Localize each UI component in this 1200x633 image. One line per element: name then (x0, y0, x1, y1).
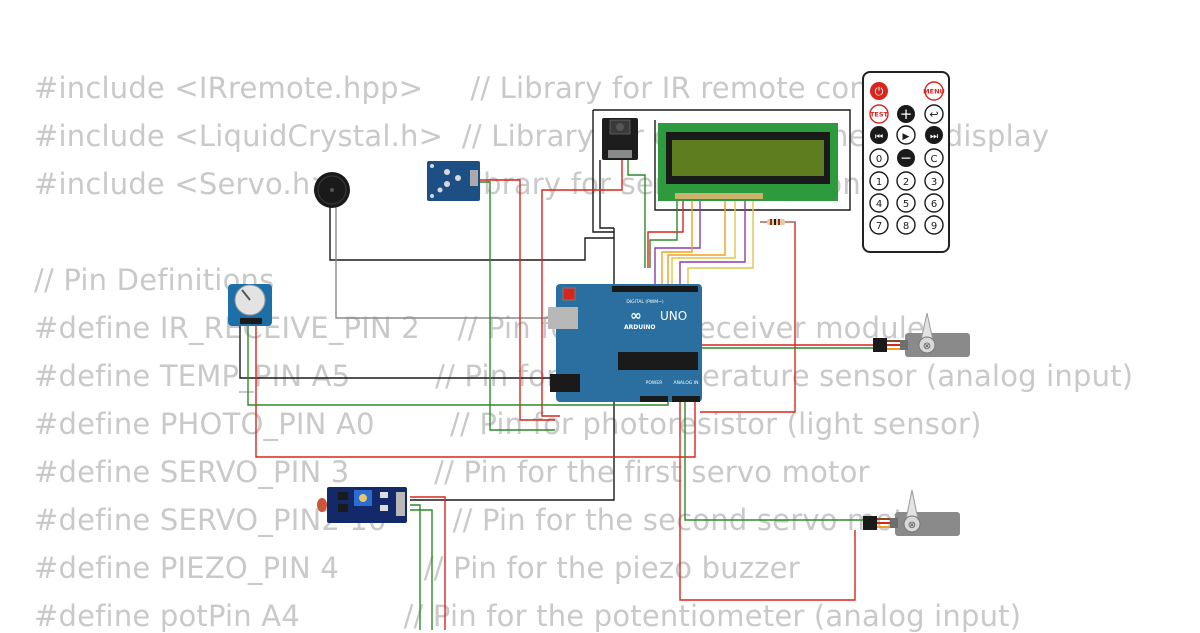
arduino-digital-label: DIGITAL (PWM~) (626, 299, 664, 305)
servo-motor-2: ⊗ (863, 489, 960, 536)
fast-forward-icon: ⏭ (930, 132, 938, 142)
remote-minus-button (897, 149, 915, 167)
remote-clear-button (924, 148, 944, 168)
play-icon: ▶ (903, 132, 910, 142)
remote-digit-3: 3 (931, 177, 937, 188)
wire-orange-lcd-2 (667, 198, 726, 288)
servo-motor-1: ⊗ (873, 312, 970, 357)
arduino-reset-button (562, 287, 576, 301)
piezo-buzzer (314, 172, 350, 208)
arduino-pcb (556, 284, 702, 402)
svg-text:⏻: ⏻ (875, 85, 884, 98)
wire-black-ir-receiver (592, 110, 614, 233)
wire-purple-lcd-2 (679, 198, 746, 288)
rewind-icon: ⏮ (875, 132, 883, 142)
arduino-uno-logo: ∞ (630, 308, 642, 324)
sensor-module-top (427, 161, 480, 201)
code-line-define-photo-pin: #define PHOTO_PIN A0 // Pin for photores… (34, 407, 982, 441)
remote-zero-button (869, 148, 889, 168)
wire-red-resistor (700, 221, 796, 413)
remote-digit-2: 2 (903, 177, 909, 188)
wire-orange-lcd-1 (661, 198, 693, 288)
arduino-power-label: POWER (646, 380, 663, 386)
remote-digit-8: 8 (903, 221, 909, 232)
arduino-analog-label: ANALOG IN (673, 380, 698, 386)
wire-red-bluemodule (475, 179, 555, 421)
remote-digit-5: 5 (903, 199, 909, 210)
wire-black-piezo (329, 205, 614, 261)
wire-green-photo-2 (410, 509, 433, 630)
remote-forward-button (925, 126, 943, 144)
remote-zero-label: 0 (876, 154, 882, 165)
remote-test-label: TEST (870, 111, 889, 119)
ir-receiver-module (602, 118, 638, 160)
arduino-brand-label: ARDUINO (624, 324, 655, 331)
remote-digit-6: 6 (931, 199, 937, 210)
remote-digit-buttons: 1 2 3 4 5 6 7 8 9 (869, 171, 944, 235)
remote-rewind-button (870, 126, 888, 144)
arduino-chip (618, 352, 698, 370)
arduino-power-jack (550, 374, 580, 392)
arduino-usb-port (548, 307, 578, 329)
wire-yellow-lcd-2 (687, 198, 754, 288)
wire-grey-piezo-signal (335, 205, 590, 319)
servo1-connector (873, 338, 887, 352)
wire-red-temp (255, 326, 696, 458)
ir-receiver-lens (616, 123, 624, 131)
arduino-power-header (640, 396, 668, 402)
wire-red-lcd (647, 198, 684, 268)
remote-digit-4: 4 (876, 199, 882, 210)
wire-black-ir-gnd (599, 160, 614, 229)
wire-green-lcd (649, 198, 678, 268)
svg-text:⊗: ⊗ (908, 520, 916, 531)
wire-red-servo2 (679, 402, 856, 601)
remote-play-button (896, 125, 916, 145)
lcd-pin-header (675, 193, 763, 199)
arduino-digital-header (612, 286, 698, 292)
wire-black-lcd-frame (593, 109, 851, 211)
ir-receiver-pins (608, 150, 632, 158)
back-arrow-icon: ↩ (929, 108, 938, 121)
servo1-body (905, 333, 970, 357)
remote-back-button (924, 104, 944, 124)
code-line-define-pot-pin: #define potPin A4 // Pin for the potenti… (34, 599, 1022, 633)
power-icon (870, 82, 888, 100)
servo2-connector (863, 516, 877, 530)
lcd-screen (672, 140, 824, 176)
arduino-model-label: UNO (660, 309, 687, 323)
remote-test-button (869, 104, 889, 124)
svg-text:⊗: ⊗ (923, 341, 931, 352)
wire-black-temp (239, 326, 556, 383)
photoresistor-module (317, 487, 407, 523)
arduino-uno-board: DIGITAL (PWM~) ∞ UNO ARDUINO POWER ANALO… (548, 284, 702, 402)
wire-green-servo2 (684, 402, 865, 521)
wire-purple-lcd-1 (654, 198, 701, 288)
code-line-define-piezo-pin: #define PIEZO_PIN 4 // Pin for the piezo… (34, 551, 800, 585)
remote-plus-button (897, 105, 915, 123)
code-line-define-servo-pin: #define SERVO_PIN 3 // Pin for the first… (34, 455, 870, 489)
wire-green-photo-1 (410, 504, 421, 630)
lcd-display (658, 123, 838, 201)
wire-red-photo-module (410, 496, 446, 630)
arduino-analog-header (672, 396, 700, 402)
remote-minus-label: − (900, 151, 912, 167)
wire-green-temp (247, 326, 669, 406)
wire-green-ir (627, 160, 646, 268)
remote-clear-label: C (931, 154, 938, 165)
remote-menu-label: MENU (923, 88, 945, 96)
remote-digit-7: 7 (876, 221, 882, 232)
potentiometer (228, 284, 272, 326)
remote-digit-9: 9 (931, 221, 937, 232)
remote-menu-button (924, 81, 944, 101)
photoresistor-sensor (317, 498, 327, 512)
ir-remote: ⏻ MENU TEST + ↩ ⏮ ▶ ⏭ 0 − C 1 2 3 (862, 71, 950, 253)
wire-yellow-lcd-1 (671, 198, 736, 288)
remote-digit-1: 1 (876, 177, 882, 188)
wire-red-ir-5v (541, 160, 623, 417)
resistor (760, 219, 795, 225)
remote-plus-label: + (900, 105, 913, 123)
